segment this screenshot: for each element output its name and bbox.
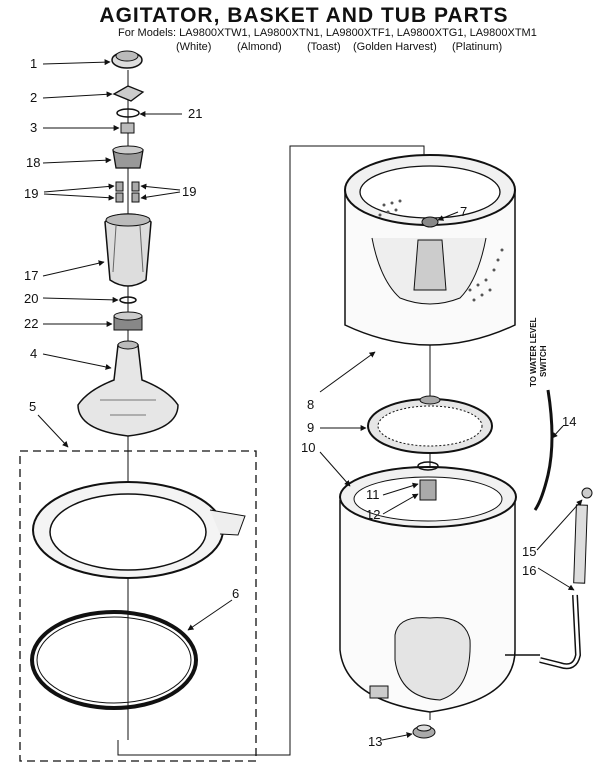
tub-bearing bbox=[419, 479, 437, 501]
cap-insert bbox=[112, 85, 145, 102]
callout-1: 1 bbox=[30, 56, 37, 71]
drain-hose bbox=[539, 487, 593, 670]
callout-14: 14 bbox=[562, 414, 576, 429]
cam bbox=[112, 145, 144, 169]
note-line-2: SWITCH bbox=[539, 345, 548, 377]
tub-nut bbox=[412, 724, 436, 739]
note-line-1: TO WATER LEVEL bbox=[529, 317, 538, 387]
callout-19: 19 bbox=[182, 184, 196, 199]
callout-15: 15 bbox=[522, 544, 536, 559]
callout-18: 18 bbox=[26, 155, 40, 170]
callout-19: 19 bbox=[24, 186, 38, 201]
retaining-clip bbox=[119, 296, 137, 304]
callout-13: 13 bbox=[368, 734, 382, 749]
agitator-base bbox=[77, 340, 179, 437]
callout-17: 17 bbox=[24, 268, 38, 283]
callout-5: 5 bbox=[29, 399, 36, 414]
callout-10: 10 bbox=[301, 440, 315, 455]
basket-hub bbox=[367, 395, 493, 454]
agitator-cap bbox=[111, 50, 143, 69]
assembly-group-box bbox=[19, 450, 257, 762]
o-ring bbox=[116, 108, 140, 118]
color-platinum: (Platinum) bbox=[452, 41, 503, 53]
callout-12: 12 bbox=[366, 507, 380, 522]
callout-7: 7 bbox=[460, 204, 467, 219]
callout-22: 22 bbox=[24, 316, 38, 331]
color-white: (White) bbox=[176, 41, 212, 53]
air-tube bbox=[533, 389, 554, 511]
tub-ring bbox=[32, 481, 246, 579]
callout-21: 21 bbox=[188, 106, 202, 121]
callout-6: 6 bbox=[232, 586, 239, 601]
callout-8: 8 bbox=[307, 397, 314, 412]
color-golden-harvest: (Golden Harvest) bbox=[353, 41, 437, 53]
callout-2: 2 bbox=[30, 90, 37, 105]
callout-20: 20 bbox=[24, 291, 38, 306]
water-level-switch-note: TO WATER LEVEL SWITCH bbox=[529, 317, 548, 387]
callout-3: 3 bbox=[30, 120, 37, 135]
diagram-title: AGITATOR, BASKET AND TUB PARTS bbox=[99, 4, 509, 27]
models-line: For Models: LA9800XTW1, LA9800XTN1, LA98… bbox=[118, 27, 537, 39]
agitator-dogs bbox=[115, 181, 140, 203]
outer-tub bbox=[339, 466, 540, 713]
tub-gasket bbox=[30, 610, 198, 710]
nut bbox=[120, 122, 135, 134]
color-almond: (Almond) bbox=[237, 41, 282, 53]
color-toast: (Toast) bbox=[307, 41, 341, 53]
callout-16: 16 bbox=[522, 563, 536, 578]
callout-9: 9 bbox=[307, 420, 314, 435]
tub-seal bbox=[417, 461, 439, 471]
callout-11: 11 bbox=[366, 487, 380, 502]
agitator-barrel bbox=[104, 213, 152, 287]
drive-coupling bbox=[113, 311, 143, 331]
callout-4: 4 bbox=[30, 346, 37, 361]
wash-basket bbox=[344, 154, 516, 346]
